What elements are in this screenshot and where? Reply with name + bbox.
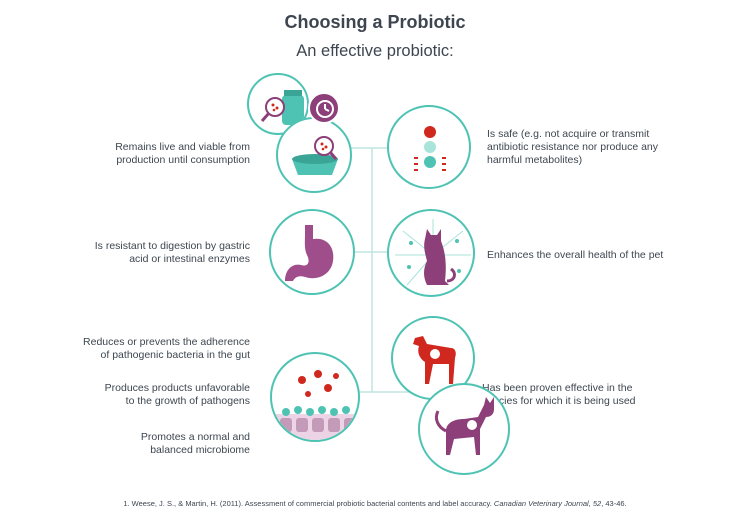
- page-title: Choosing a Probiotic: [284, 12, 466, 32]
- safety-circle: [387, 105, 471, 189]
- cat-standing-icon: [434, 397, 494, 455]
- magnifier-icon: [314, 136, 334, 156]
- page-subtitle: An effective probiotic:: [296, 42, 454, 60]
- reference-citation: 1. Weese, J. S., & Martin, H. (2011). As…: [123, 499, 627, 508]
- right-text-health: Enhances the overall health of the pet: [487, 249, 664, 261]
- stomach-icon: [285, 225, 334, 281]
- bowl-circle: [276, 117, 352, 193]
- clock-badge: [308, 92, 340, 124]
- dog-icon: [413, 336, 456, 384]
- traffic-light-icon: [414, 126, 446, 171]
- cat-circle: [418, 383, 510, 475]
- clock-icon: [316, 100, 334, 118]
- pet-bowl-icon: [292, 136, 338, 175]
- cat-sitting-icon: [395, 219, 471, 286]
- health-circle: [387, 209, 475, 297]
- stomach-circle: [269, 209, 355, 295]
- gut-bacteria-icon: [272, 370, 358, 440]
- gut-circle: [270, 352, 360, 442]
- probiotic-jar-icon: [260, 90, 304, 125]
